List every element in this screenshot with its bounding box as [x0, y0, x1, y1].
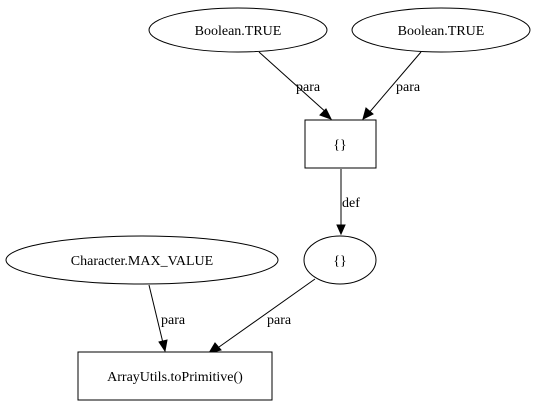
node-label: Boolean.TRUE [195, 24, 282, 39]
node-character-max-value[interactable]: Character.MAX_VALUE [5, 235, 279, 285]
node-box [77, 351, 273, 401]
arrowhead [336, 224, 346, 236]
node-array-utils-to-primitive[interactable]: ArrayUtils.toPrimitive() [77, 351, 273, 401]
node-boolean-true-1[interactable]: Boolean.TRUE [148, 7, 328, 53]
node-label: {} [333, 138, 346, 153]
node-ellipse [148, 7, 328, 53]
node-boolean-true-2[interactable]: Boolean.TRUE [351, 7, 531, 53]
edge-bool-true-2-to-braces-box: para [362, 51, 422, 120]
node-box [304, 119, 377, 169]
arrowhead [362, 107, 374, 120]
edge-bool-true-1-to-braces-box: para [258, 51, 333, 120]
node-ellipse [303, 235, 377, 285]
edge-char-max-to-array-utils: para [148, 284, 186, 353]
node-braces-box[interactable]: {} [304, 119, 377, 169]
edge-line [218, 278, 316, 348]
edge-label-para: para [396, 80, 421, 95]
edge-label-para: para [161, 313, 186, 328]
node-label: Boolean.TRUE [398, 24, 485, 39]
edge-label-para: para [267, 313, 292, 328]
edge-braces-box-to-braces-ellipse: def [336, 169, 360, 236]
node-label: ArrayUtils.toPrimitive() [107, 370, 243, 385]
node-label: Character.MAX_VALUE [71, 254, 213, 269]
node-braces-ellipse[interactable]: {} [303, 235, 377, 285]
edge-line [367, 51, 422, 115]
edge-label-para: para [296, 80, 321, 95]
arrowhead [319, 108, 333, 120]
edge-line [148, 284, 164, 344]
node-ellipse [5, 235, 279, 285]
node-ellipse [351, 7, 531, 53]
edge-label-def: def [342, 196, 360, 211]
edge-braces-ellipse-to-array-utils: para [207, 278, 316, 354]
node-label: {} [333, 254, 346, 269]
arrowhead [158, 339, 168, 353]
edge-line [258, 51, 329, 115]
